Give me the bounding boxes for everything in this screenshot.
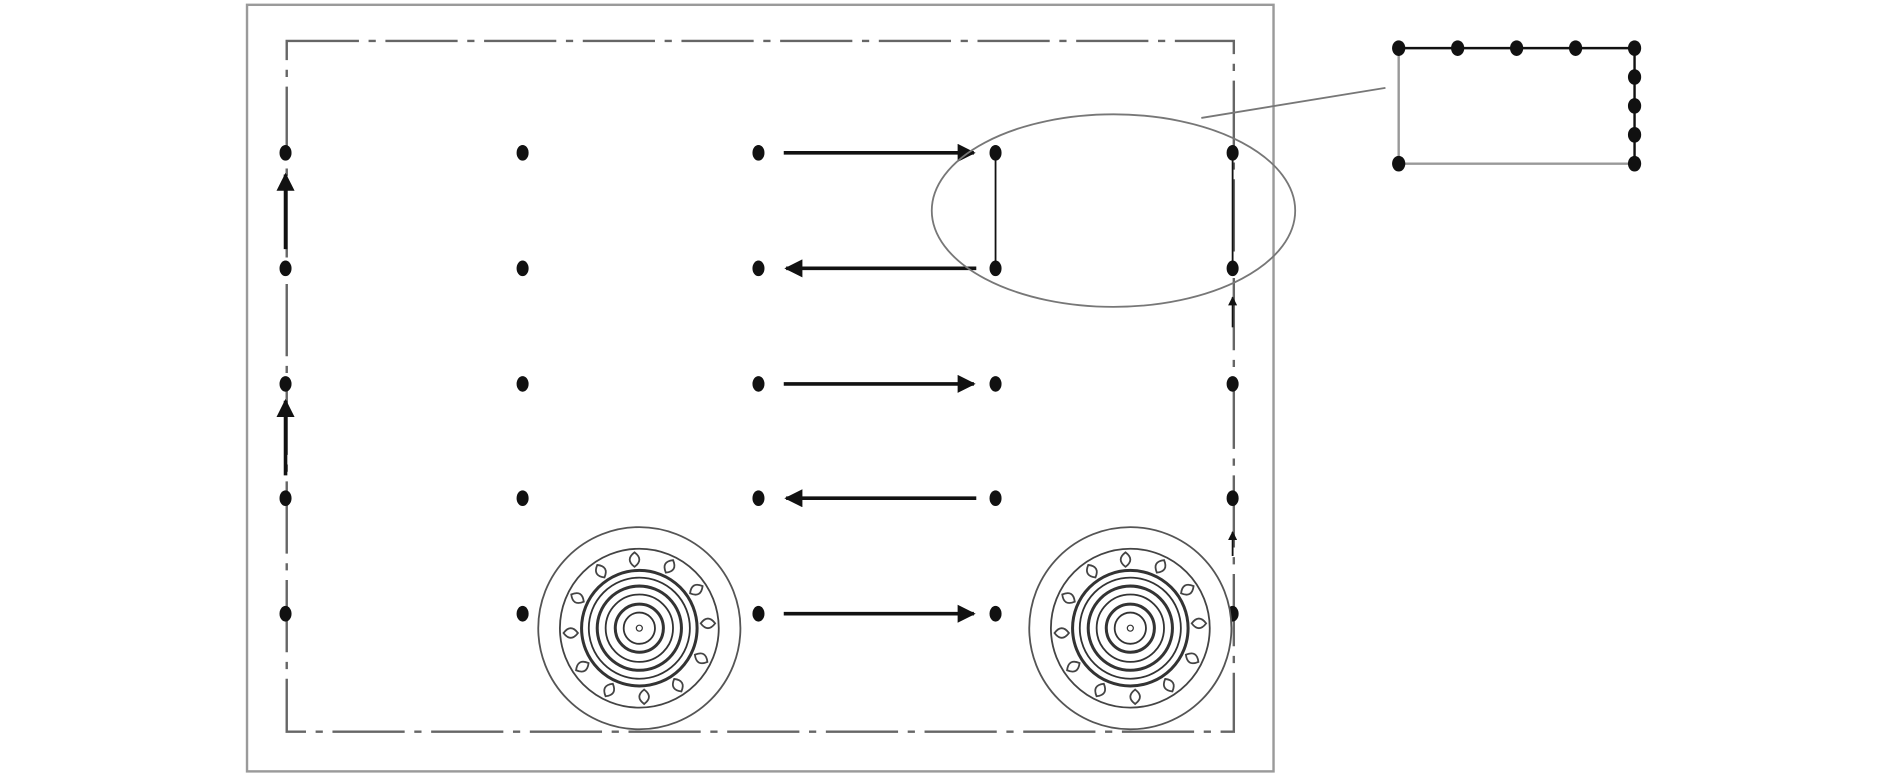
leader-line bbox=[1201, 86, 1386, 119]
grid-point bbox=[1226, 260, 1239, 277]
grid-point bbox=[989, 376, 1002, 392]
gear-ring bbox=[595, 584, 683, 672]
inset-point bbox=[1510, 40, 1524, 56]
gear-ring bbox=[1095, 593, 1165, 663]
inset-point bbox=[1627, 126, 1642, 143]
gear-tooth bbox=[570, 592, 585, 604]
outer-frame bbox=[245, 3, 1275, 773]
detail-inset bbox=[1392, 40, 1642, 172]
gear-outer-ring bbox=[1028, 526, 1233, 731]
gear-tooth bbox=[1190, 617, 1208, 630]
grid-point bbox=[752, 376, 765, 392]
inset-point bbox=[1392, 155, 1406, 172]
grid-point bbox=[279, 260, 292, 277]
gear-tooth bbox=[1180, 583, 1195, 596]
gear-tooth bbox=[1154, 559, 1167, 574]
inset-point bbox=[1627, 69, 1642, 85]
gear-tooth bbox=[671, 677, 684, 693]
gear-ring bbox=[1078, 576, 1182, 680]
gear-ring bbox=[613, 602, 665, 654]
grid-point bbox=[1226, 490, 1239, 507]
gear-ring bbox=[1071, 568, 1190, 688]
grid-point bbox=[516, 376, 529, 392]
grid-point bbox=[516, 605, 529, 622]
gear-inner-ring bbox=[559, 547, 720, 709]
grid-point bbox=[752, 145, 765, 161]
gear-tooth bbox=[1053, 627, 1071, 639]
gear-tooth bbox=[693, 652, 709, 665]
gear-tooth bbox=[1162, 677, 1175, 693]
tool-gear-icon bbox=[1028, 526, 1233, 731]
grid-point bbox=[1226, 376, 1239, 392]
gear-tooth bbox=[1119, 551, 1132, 568]
gear-center bbox=[635, 624, 643, 632]
gear-tooth bbox=[1129, 688, 1141, 706]
gear-ring bbox=[622, 611, 656, 645]
gear-tooth bbox=[628, 551, 641, 568]
gear-tooth bbox=[1086, 563, 1098, 579]
grid-point bbox=[516, 260, 529, 277]
inset-point bbox=[1568, 40, 1583, 56]
gear-tooth bbox=[699, 617, 717, 630]
gear-ring bbox=[1104, 602, 1156, 654]
inset-point bbox=[1451, 40, 1465, 56]
grid-point bbox=[279, 376, 292, 392]
gear-center bbox=[1126, 624, 1134, 632]
gear-tooth bbox=[575, 660, 590, 673]
inset-point bbox=[1627, 155, 1642, 172]
grid-point bbox=[279, 490, 292, 507]
grid-point bbox=[516, 145, 529, 161]
gear-ring bbox=[1113, 611, 1147, 645]
gear-tooth bbox=[1184, 652, 1200, 665]
gear-outer-ring bbox=[537, 526, 742, 731]
gear-tooth bbox=[689, 583, 704, 596]
grid-point bbox=[752, 260, 765, 277]
gear-ring bbox=[580, 568, 699, 688]
gear-tooth bbox=[1094, 682, 1107, 698]
tool-gear-icon bbox=[537, 526, 742, 731]
grid-point bbox=[752, 605, 765, 622]
grid-point bbox=[1226, 145, 1239, 161]
gear-ring bbox=[1086, 584, 1174, 672]
gear-inner-ring bbox=[1049, 547, 1211, 709]
gear-tooth bbox=[603, 682, 616, 698]
inset-point bbox=[1392, 40, 1406, 56]
gear-tooth bbox=[562, 627, 580, 639]
grid-point bbox=[752, 490, 765, 507]
inset-point bbox=[1627, 40, 1642, 56]
grid-point bbox=[279, 605, 292, 622]
grid-point bbox=[989, 490, 1002, 507]
grid-point bbox=[989, 605, 1002, 622]
detail-ellipse bbox=[930, 113, 1297, 308]
grid-point bbox=[989, 145, 1002, 161]
gear-tooth bbox=[1066, 660, 1081, 673]
grid-point bbox=[516, 490, 529, 507]
gear-tooth bbox=[663, 559, 676, 574]
gear-tooth bbox=[1061, 592, 1076, 604]
inset-point bbox=[1627, 98, 1642, 114]
gear-tooth bbox=[638, 688, 650, 706]
gear-ring bbox=[587, 576, 691, 680]
grid-point bbox=[279, 145, 292, 161]
gear-ring bbox=[604, 593, 674, 663]
grid-point bbox=[989, 260, 1002, 277]
gear-tooth bbox=[595, 563, 607, 579]
